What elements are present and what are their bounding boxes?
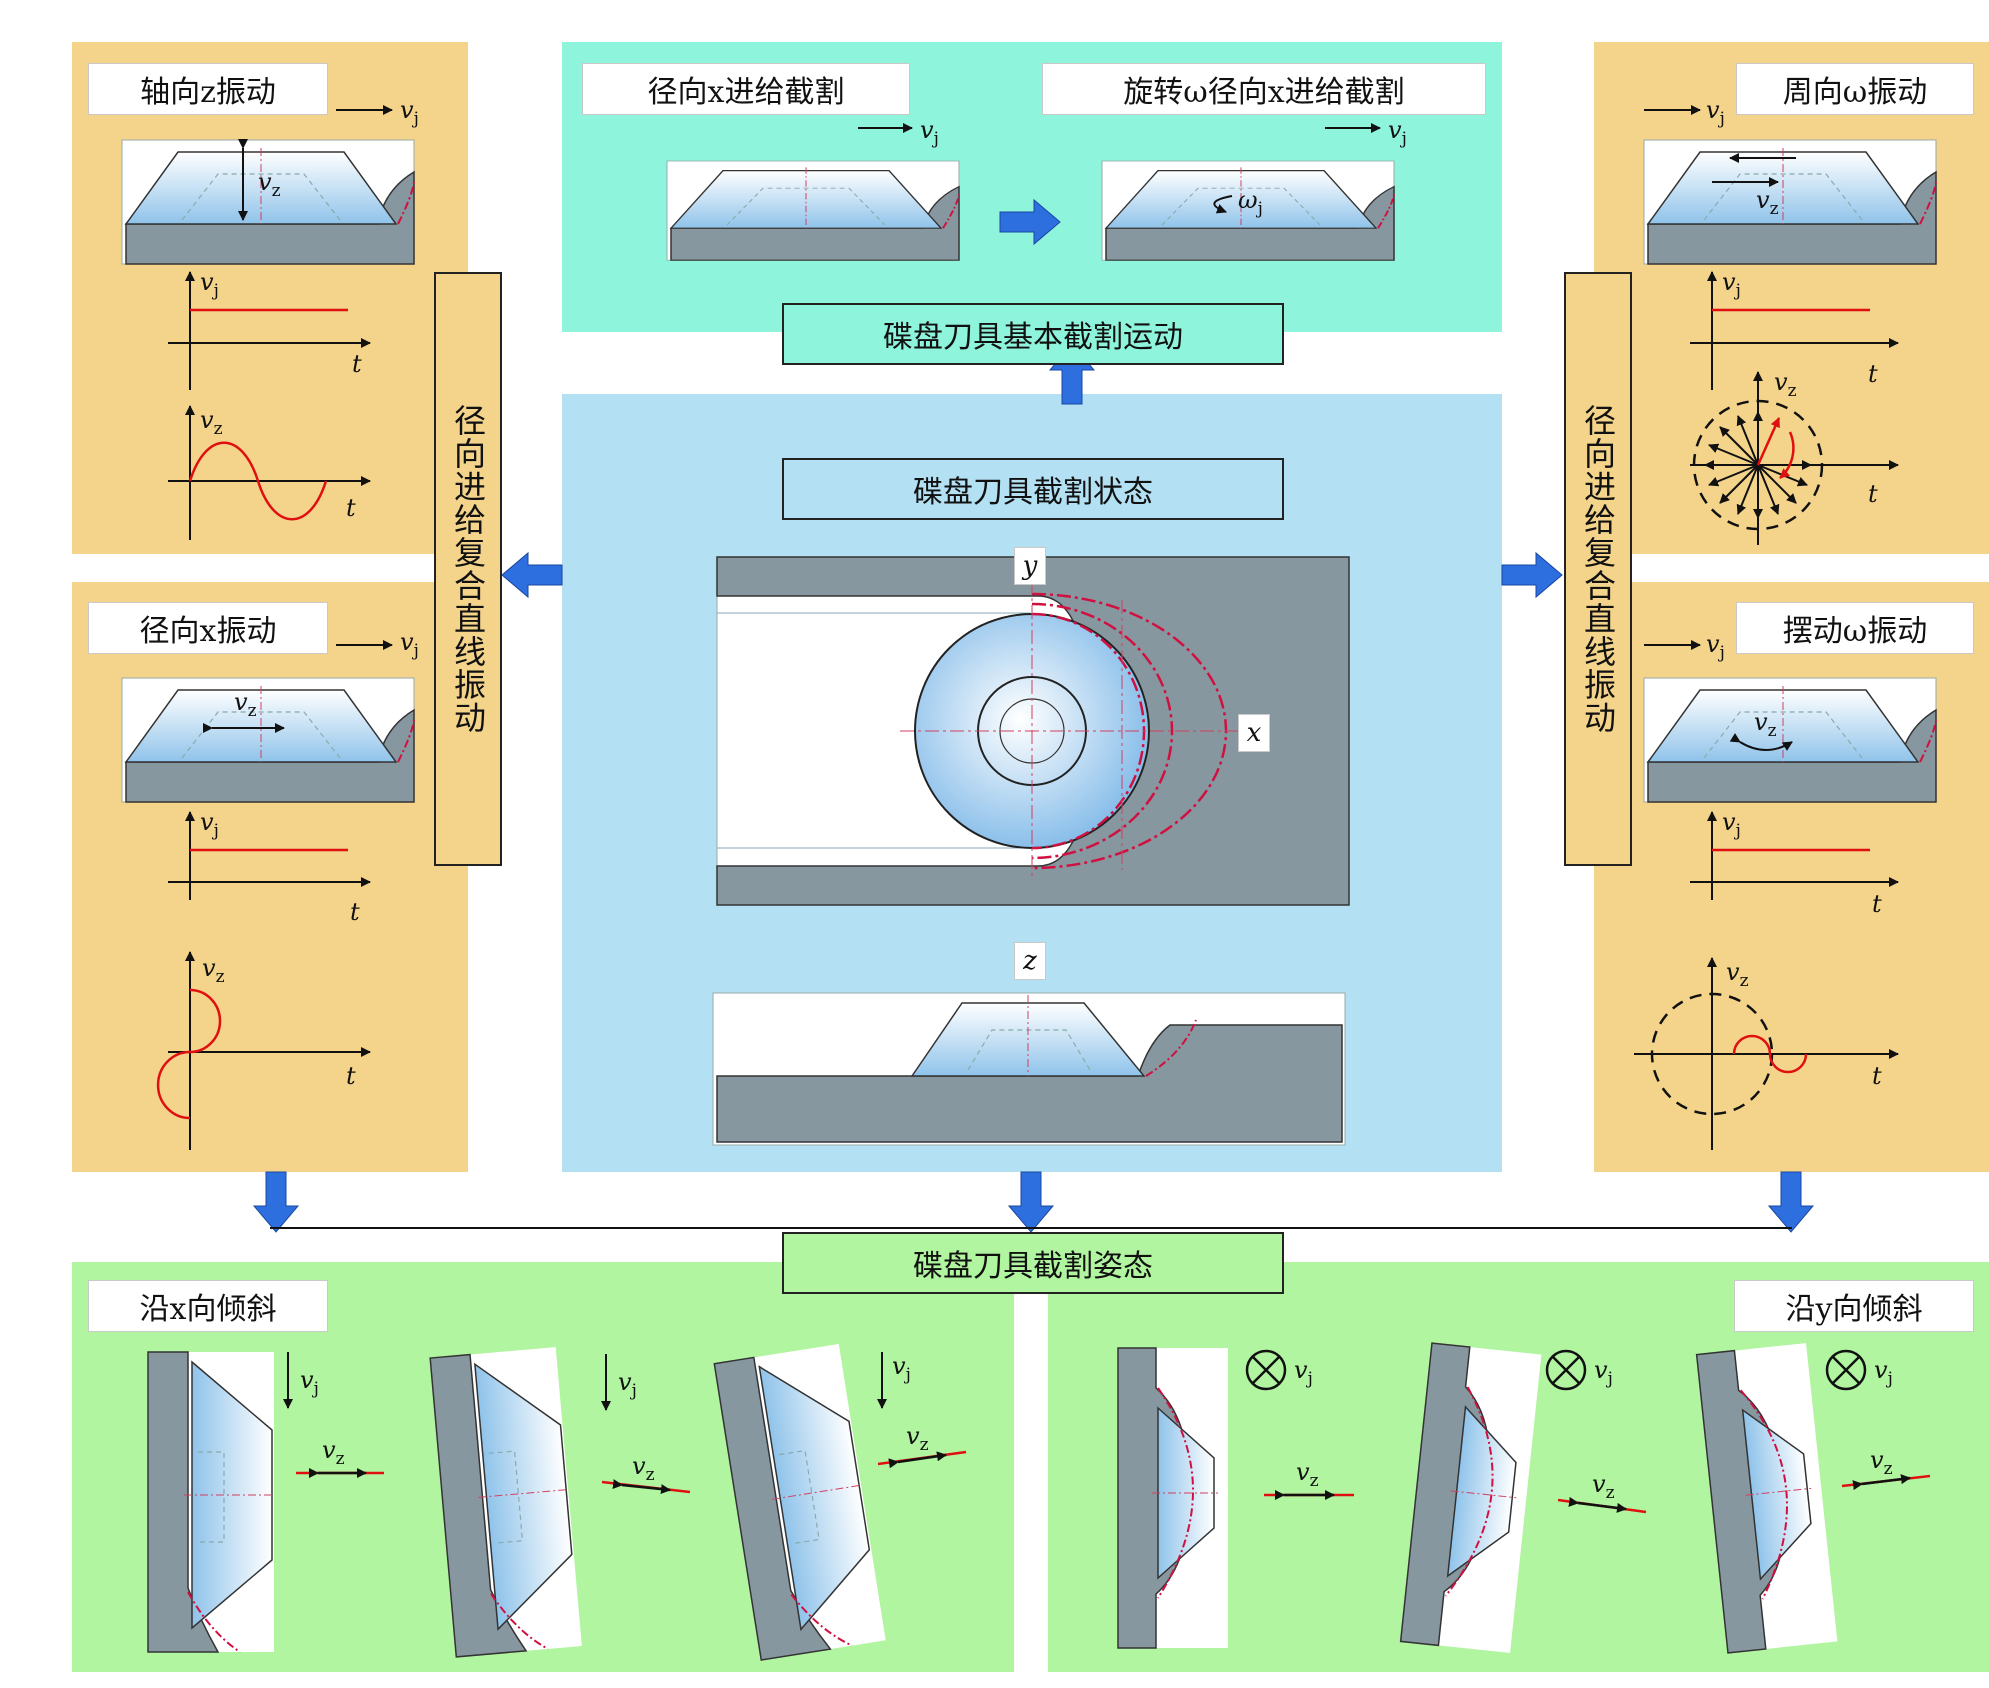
basic-motion-caption: 碟盘刀具基本截割运动 xyxy=(782,303,1284,365)
cutting-posture-caption: 碟盘刀具截割姿态 xyxy=(782,1232,1284,1294)
arrow-down-left xyxy=(253,1171,299,1233)
right-top-panel xyxy=(1594,42,1989,554)
right-vertical-title: 径向进给复合直线振动 xyxy=(1564,272,1632,866)
axis-z-label: z xyxy=(1014,942,1046,980)
cutting-state-caption: 碟盘刀具截割状态 xyxy=(782,458,1284,520)
tilt-y-title: 沿y向倾斜 xyxy=(1734,1280,1974,1332)
axial-z-title: 轴向z振动 xyxy=(88,63,328,115)
circumferential-title: 周向ω振动 xyxy=(1736,63,1974,115)
rotary-feed-title: 旋转ω径向x进给截割 xyxy=(1042,63,1486,115)
left-top-panel xyxy=(72,42,468,554)
right-bottom-panel xyxy=(1594,582,1989,1172)
left-bottom-panel xyxy=(72,582,468,1172)
arrow-left xyxy=(501,552,563,598)
swing-title: 摆动ω振动 xyxy=(1736,602,1974,654)
left-vertical-title: 径向进给复合直线振动 xyxy=(434,272,502,866)
arrow-down-center xyxy=(1008,1171,1054,1233)
axis-x-label: x xyxy=(1238,714,1270,752)
tilt-x-title: 沿x向倾斜 xyxy=(88,1280,328,1332)
radial-feed-title: 径向x进给截割 xyxy=(582,63,910,115)
radial-x-title: 径向x振动 xyxy=(88,602,328,654)
arrow-down-right xyxy=(1768,1171,1814,1233)
axis-y-label: y xyxy=(1014,547,1046,585)
arrow-right xyxy=(1501,552,1563,598)
